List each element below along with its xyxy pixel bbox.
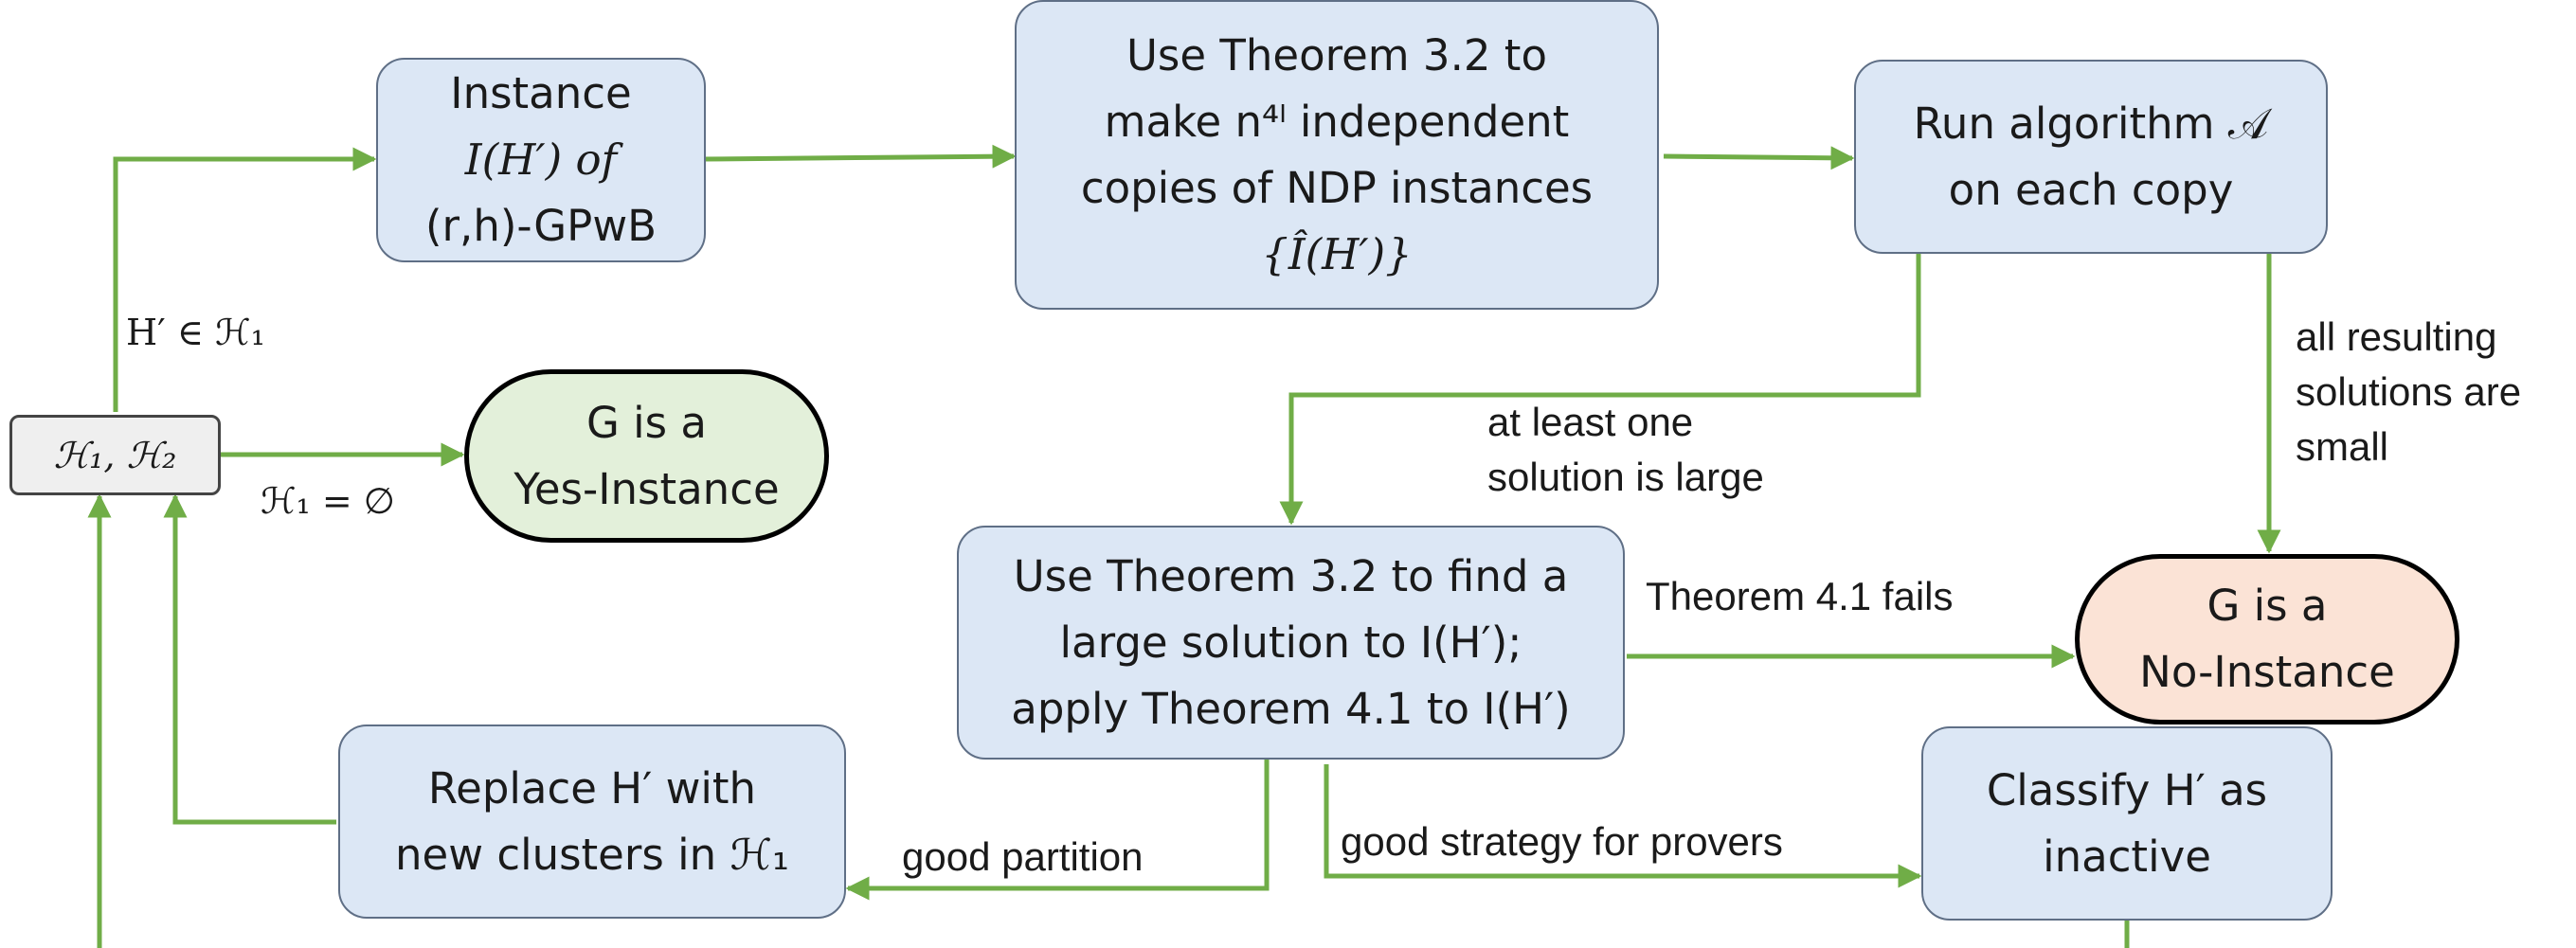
arrow-instance-to-copies: [703, 144, 1017, 169]
no-instance-node: G is a No-Instance: [2075, 554, 2459, 724]
label-all-small-line-3: small: [2296, 424, 2389, 469]
arrow-copies-to-run: [1663, 146, 1855, 170]
no-line-2: No-Instance: [2139, 647, 2395, 697]
label-good-strategy: good strategy for provers: [1341, 819, 1783, 864]
arrow-replace-to-clusters: [163, 493, 336, 825]
yes-line-2: Yes-Instance: [513, 463, 780, 514]
yes-instance-node: G is a Yes-Instance: [464, 369, 829, 543]
arrow-classify-to-clusters: [87, 493, 2130, 948]
label-all-small-line-2: solutions are: [2296, 369, 2522, 414]
label-h1-empty: ℋ₁ = ∅: [261, 480, 395, 522]
no-line-1: G is a: [2207, 581, 2328, 631]
find-line-2: large solution to I(H′);: [1059, 617, 1522, 668]
clusters-node: ℋ₁, ℋ₂: [9, 415, 221, 495]
arrow-find-to-replace: [845, 758, 1270, 901]
classify-node: Classify H′ as inactive: [1921, 726, 2333, 921]
label-thm41-fails: Theorem 4.1 fails: [1646, 574, 1954, 618]
label-h-in-h1: H′ ∈ ℋ₁: [126, 312, 265, 353]
find-line-3: apply Theorem 4.1 to I(H′): [1011, 683, 1571, 734]
copies-line-3: copies of NDP instances: [1080, 162, 1594, 213]
find-solution-node: Use Theorem 3.2 to find a large solution…: [957, 526, 1625, 760]
label-at-least-one: at least one solution is large: [1487, 395, 1764, 505]
instance-node: Instance I(H′) of (r,h)-GPwB: [376, 58, 706, 262]
arrow-run-to-find: [1279, 254, 1921, 526]
replace-line-2: new clusters in ℋ₁: [395, 829, 789, 880]
copies-line-4: {Î(H′)}: [1261, 228, 1413, 279]
instance-line-3: (r,h)-GPwB: [424, 201, 657, 251]
label-good-partition: good partition: [902, 834, 1144, 879]
arrow-clusters-to-instance: [113, 147, 377, 412]
run-algorithm-node: Run algorithm 𝒜 on each copy: [1854, 60, 2328, 254]
copies-line-2: make n⁴ˡ independent: [1104, 96, 1570, 147]
instance-line-2: I(H′) of: [464, 134, 618, 185]
label-all-small-line-1: all resulting: [2296, 314, 2497, 359]
label-at-least-one-line-2: solution is large: [1487, 455, 1764, 499]
classify-line-2: inactive: [2043, 831, 2211, 882]
run-line-1: Run algorithm 𝒜: [1913, 98, 2269, 149]
run-line-2: on each copy: [1948, 164, 2234, 215]
instance-line-1: Instance: [450, 68, 632, 118]
label-all-small: all resulting solutions are small: [2296, 310, 2521, 474]
clusters-label: ℋ₁, ℋ₂: [53, 434, 177, 476]
classify-line-1: Classify H′ as: [1986, 764, 2268, 815]
replace-node: Replace H′ with new clusters in ℋ₁: [338, 724, 846, 919]
arrow-find-to-classify: [1324, 764, 1922, 888]
replace-line-1: Replace H′ with: [427, 762, 757, 814]
label-at-least-one-line-1: at least one: [1487, 400, 1694, 444]
copies-node: Use Theorem 3.2 to make n⁴ˡ independent …: [1015, 0, 1659, 310]
copies-line-1: Use Theorem 3.2 to: [1126, 29, 1547, 80]
find-line-1: Use Theorem 3.2 to find a: [1013, 550, 1569, 601]
yes-line-1: G is a: [585, 397, 707, 448]
